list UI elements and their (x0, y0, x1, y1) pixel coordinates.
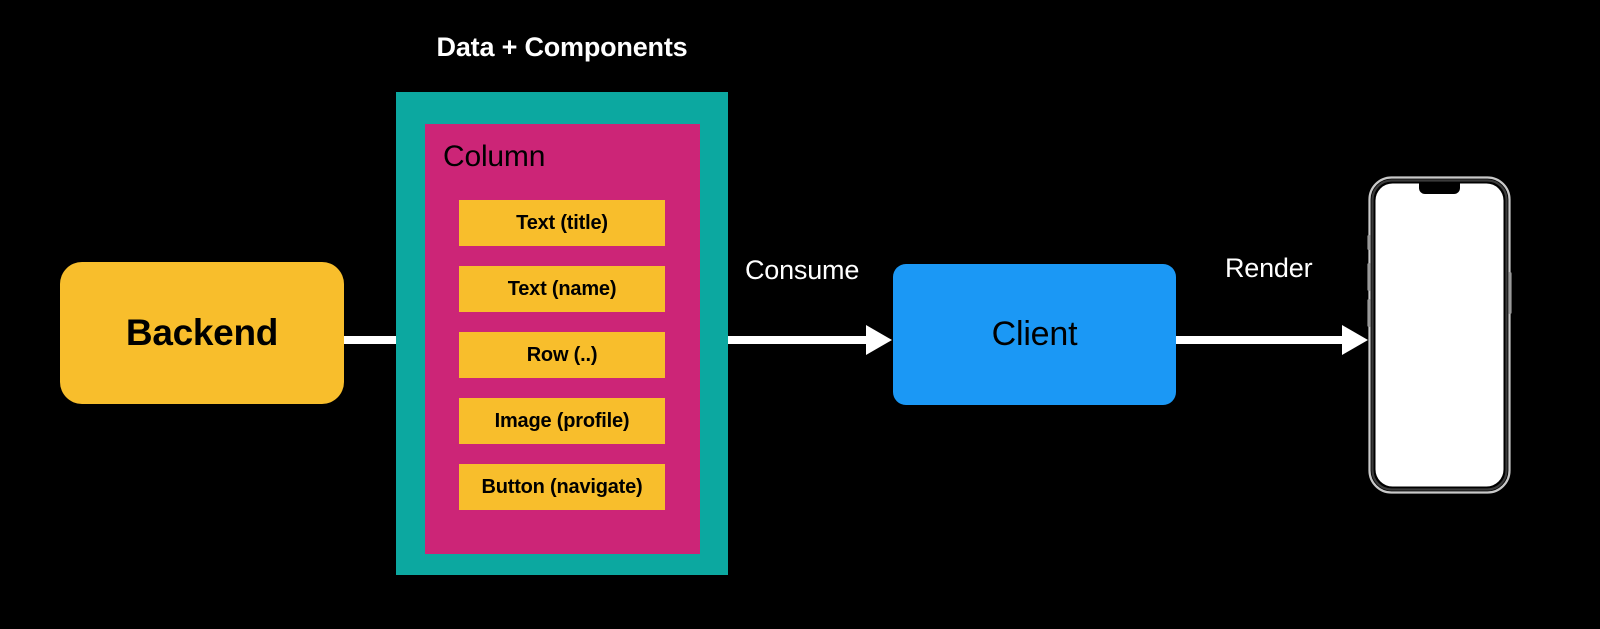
backend-to-data-connector (344, 336, 398, 344)
column-title: Column (443, 140, 546, 173)
client-label: Client (991, 315, 1078, 353)
component-chip-text-title[interactable]: Text (title) (459, 200, 665, 246)
component-chip-row[interactable]: Row (..) (459, 332, 665, 378)
backend-label: Backend (125, 312, 279, 353)
component-chip-label: Image (profile) (494, 409, 630, 432)
component-chip-image-profile[interactable]: Image (profile) (459, 398, 665, 444)
consume-arrow-label: Consume (745, 255, 860, 285)
data-components-caption: Data + Components (436, 32, 688, 62)
column-node[interactable]: Column Text (title) Text (name) Row (..)… (425, 124, 700, 554)
component-chip-button-navigate[interactable]: Button (navigate) (459, 464, 665, 510)
backend-node[interactable]: Backend (60, 262, 344, 404)
consume-arrow-line (728, 336, 870, 344)
component-chip-label: Button (navigate) (481, 475, 643, 498)
client-node[interactable]: Client (893, 264, 1176, 405)
consume-arrow-head-icon (866, 325, 892, 355)
phone-power-button-icon (1508, 272, 1512, 314)
component-chip-label: Text (name) (507, 277, 617, 300)
phone-volume-down-icon (1367, 299, 1371, 327)
phone-notch-icon (1419, 183, 1460, 194)
phone-outline-icon (1367, 176, 1512, 494)
render-arrow-label: Render (1225, 253, 1313, 283)
phone-mockup (1367, 175, 1512, 495)
component-chip-text-name[interactable]: Text (name) (459, 266, 665, 312)
component-chip-label: Text (title) (516, 211, 608, 234)
phone-volume-up-icon (1367, 263, 1371, 291)
component-chip-label: Row (..) (526, 343, 598, 366)
render-arrow-line (1176, 336, 1346, 344)
render-arrow-head-icon (1342, 325, 1368, 355)
phone-silent-switch-icon (1367, 235, 1371, 250)
